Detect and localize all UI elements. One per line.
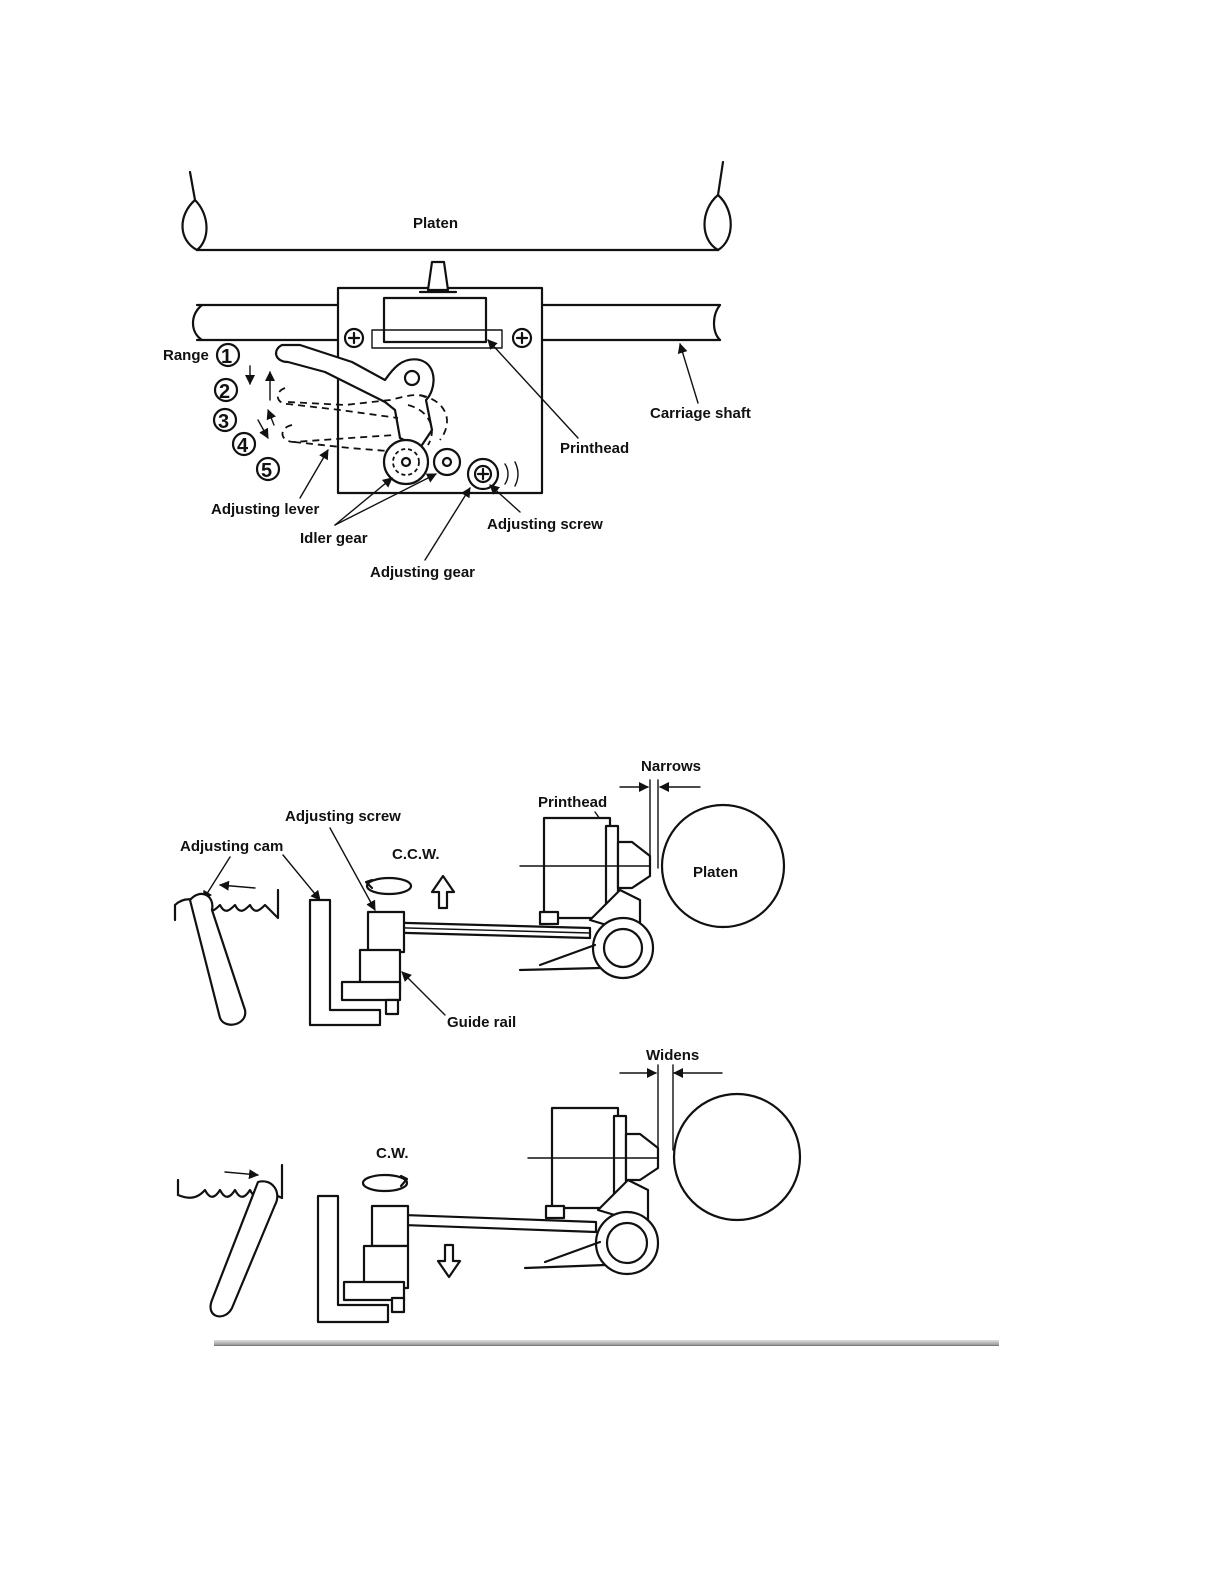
adjusting-cam-label: Adjusting cam bbox=[180, 838, 283, 855]
bottom-figure: Widens C.W. bbox=[178, 1047, 800, 1322]
narrows-label: Narrows bbox=[641, 758, 701, 775]
range-number-5: 5 bbox=[257, 458, 279, 482]
adjusting-gear-label: Adjusting gear bbox=[370, 564, 475, 581]
svg-text:4: 4 bbox=[237, 435, 249, 457]
platen-label: Platen bbox=[413, 215, 458, 232]
printhead-block bbox=[384, 298, 486, 342]
idler-gear-small bbox=[434, 449, 460, 475]
middle-platen-label: Platen bbox=[693, 864, 738, 881]
widens-label: Widens bbox=[646, 1047, 699, 1064]
middle-printhead-label: Printhead bbox=[538, 794, 607, 811]
adjusting-gear bbox=[468, 459, 498, 489]
printhead-label: Printhead bbox=[560, 440, 629, 457]
down-arrow bbox=[438, 1245, 460, 1277]
top-figure: Platen bbox=[163, 162, 751, 581]
svg-text:3: 3 bbox=[218, 411, 229, 433]
bottom-cam-lever bbox=[211, 1181, 278, 1316]
middle-figure: Narrows Printhead Platen Adjusting screw… bbox=[175, 758, 784, 1031]
middle-carriage-bearing bbox=[593, 918, 653, 978]
bottom-platen bbox=[674, 1094, 800, 1220]
ccw-label: C.C.W. bbox=[392, 846, 440, 863]
range-number-3: 3 bbox=[214, 409, 236, 433]
top-adjusting-screw-label: Adjusting screw bbox=[487, 516, 603, 533]
range-number-2: 2 bbox=[215, 379, 237, 403]
bottom-adjusting-screw bbox=[372, 1206, 408, 1246]
svg-text:2: 2 bbox=[219, 381, 230, 403]
head-nozzle bbox=[428, 262, 448, 290]
range-label: Range bbox=[163, 347, 209, 364]
guide-rail-label: Guide rail bbox=[447, 1014, 516, 1031]
cw-label: C.W. bbox=[376, 1145, 409, 1162]
platen-roller bbox=[182, 162, 730, 250]
middle-adjusting-screw-label: Adjusting screw bbox=[285, 808, 401, 825]
middle-printhead bbox=[544, 818, 610, 918]
middle-adjusting-screw bbox=[368, 912, 404, 952]
adjusting-lever-label: Adjusting lever bbox=[211, 501, 320, 518]
idler-gear-large bbox=[384, 440, 428, 484]
up-arrow bbox=[432, 876, 454, 908]
range-number-1: 1 bbox=[217, 344, 239, 368]
svg-text:5: 5 bbox=[261, 460, 272, 482]
middle-cam-lever bbox=[190, 894, 245, 1025]
horizontal-separator bbox=[214, 1340, 999, 1346]
carriage-shaft-label: Carriage shaft bbox=[650, 405, 751, 422]
range-number-4: 4 bbox=[233, 433, 255, 457]
svg-text:1: 1 bbox=[221, 346, 232, 368]
idler-gear-label: Idler gear bbox=[300, 530, 368, 547]
